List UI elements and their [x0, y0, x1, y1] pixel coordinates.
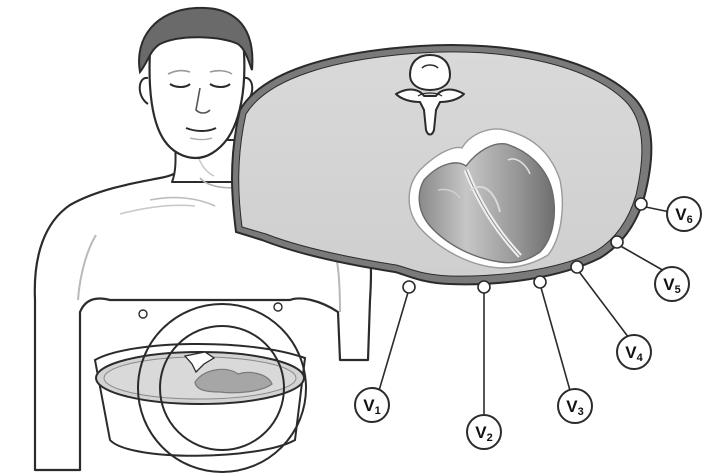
electrode-v6 — [635, 198, 647, 210]
electrode-v4 — [571, 261, 583, 273]
ear-left — [140, 78, 148, 104]
lead-number: 1 — [375, 405, 381, 417]
lead-label-v2: V2 — [467, 415, 501, 449]
electrode-v5 — [611, 236, 623, 248]
lead-number: 2 — [487, 432, 493, 444]
lead-label-v5: V5 — [655, 267, 689, 301]
electrode-v1 — [403, 281, 415, 293]
torso-cross-section — [95, 344, 305, 456]
right-nipple — [274, 303, 282, 311]
lead-number: 4 — [637, 352, 644, 364]
lead-number: 6 — [687, 214, 693, 226]
lead-label-v1: V1 — [355, 388, 389, 422]
lead-letter: V — [675, 205, 687, 224]
lead-letter: V — [475, 423, 487, 442]
lead-letter: V — [363, 396, 375, 415]
lead-label-v4: V4 — [617, 335, 651, 369]
lead-number: 5 — [675, 284, 681, 296]
lead-number: 3 — [578, 406, 584, 418]
lead-letter: V — [625, 343, 637, 362]
electrode-v2 — [478, 281, 490, 293]
lead-letter: V — [663, 275, 675, 294]
lead-letter: V — [566, 397, 578, 416]
lead-label-v3: V3 — [558, 389, 592, 423]
lead-label-v6: V6 — [667, 197, 701, 231]
electrode-v3 — [534, 276, 546, 288]
left-nipple — [139, 310, 147, 318]
